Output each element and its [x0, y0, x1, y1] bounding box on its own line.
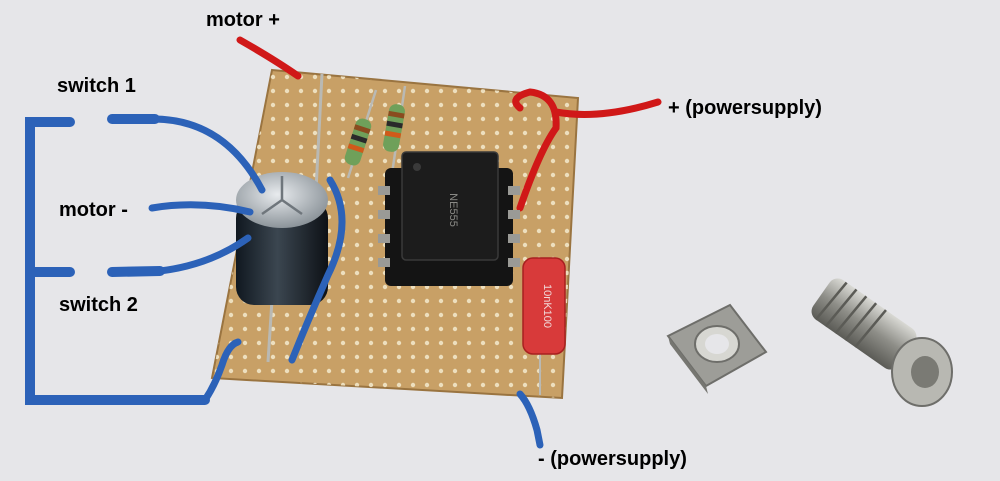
- resistor-2: [383, 85, 407, 215]
- switch-1-label: switch 1: [57, 75, 136, 97]
- switch-1-contact-left: [25, 117, 210, 405]
- ic-chip-marking: NE555: [447, 193, 459, 227]
- motor-minus-label: motor -: [59, 199, 128, 221]
- ic-chip: [401, 151, 499, 261]
- square-nut: [666, 303, 768, 394]
- screw: [811, 278, 953, 407]
- switch-common-wire: [201, 338, 242, 404]
- board-jumper-wire: [288, 176, 346, 364]
- power-plus-wire: [512, 88, 662, 212]
- resistor-1: [344, 89, 378, 179]
- power-plus-label: + (powersupply): [668, 97, 822, 119]
- switch-2-wire: [156, 234, 252, 275]
- motor-minus-wire: [148, 201, 254, 216]
- power-minus-label: - (powersupply): [538, 448, 687, 470]
- motor-plus-label: motor +: [206, 9, 280, 31]
- switch-2-contact-right: [107, 266, 165, 277]
- ceramic-capacitor-marking: 10nK100: [541, 284, 553, 328]
- ceramic-capacitor: [522, 257, 566, 395]
- power-minus-wire: [516, 390, 544, 449]
- electrolytic-capacitor: [236, 172, 328, 363]
- wire-link: [314, 73, 324, 191]
- switch-2-label: switch 2: [59, 294, 138, 316]
- motor-plus-wire: [236, 36, 302, 80]
- switch-1-wire: [151, 115, 266, 194]
- board-blue-wires: [148, 115, 544, 449]
- switch-wiring-diagram: [25, 114, 210, 405]
